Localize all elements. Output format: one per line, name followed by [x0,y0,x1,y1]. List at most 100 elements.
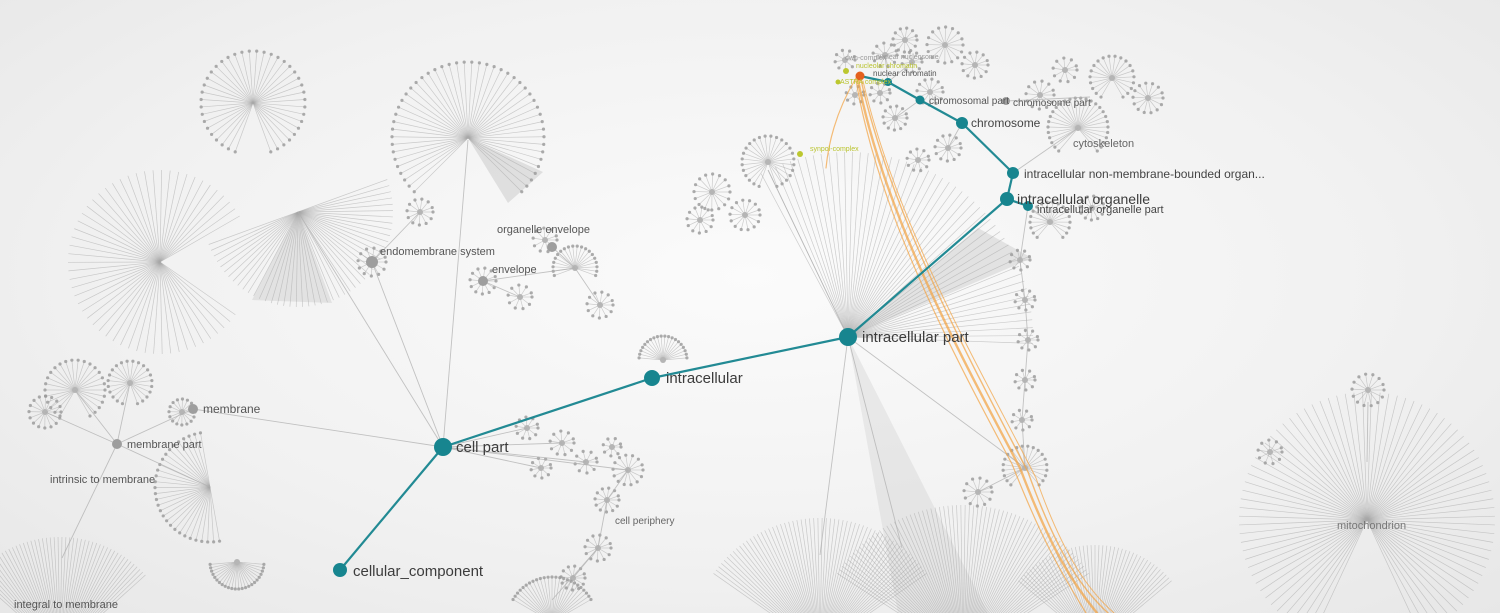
fan-spoke [1109,554,1138,613]
go-term-node-membrane[interactable] [188,404,198,414]
fan-spoke [823,518,836,613]
fan-spoke [556,582,575,613]
go-term-label[interactable]: intracellular non-membrane-bounded organ… [1024,167,1265,181]
fan-tip [624,453,628,457]
fan-spoke [395,113,469,139]
fan-tip [613,461,617,465]
go-term-label[interactable]: membrane part [127,439,202,451]
go-term-label[interactable]: intracellular [666,370,743,387]
go-term-node-intracellular_organelle[interactable] [1000,192,1014,206]
go-term-label[interactable]: intracellular organelle part [1037,204,1164,216]
fan-tip [930,55,934,60]
go-term-label[interactable]: intrinsic to membrane [50,474,155,486]
fan-spoke [644,344,664,361]
go-term-node-organelle_envelope[interactable] [547,242,557,252]
fan-spoke [749,538,799,613]
fan-spoke [159,195,225,263]
fan-spoke [1048,127,1079,133]
fan-spoke [992,532,1051,613]
go-term-node-cell_part[interactable] [434,438,452,456]
go-term-node-cellular_component[interactable] [333,563,347,577]
fan-tip [1040,202,1044,206]
fan-tip [1009,483,1013,487]
fan-tip [93,410,97,414]
go-term-label[interactable]: synpol-complex [810,146,859,153]
fan-tip [903,122,907,126]
fan-spoke [1041,203,1051,223]
go-term-node-non_membrane_bounded_organelle[interactable] [1007,167,1019,179]
go-term-label[interactable]: dwn-complex [845,55,887,62]
go-term-label[interactable]: intracellular part [862,329,970,346]
go-term-node-chromosome[interactable] [956,117,968,129]
go-term-label[interactable]: nuclear chromatin [873,69,937,78]
fan-spoke [82,261,161,312]
go-term-node-green_term_3[interactable] [797,151,803,157]
fan-tip [645,340,650,344]
fan-tip [49,370,53,374]
go-term-label[interactable]: cell part [456,439,509,456]
fan-tip [717,174,722,178]
fan-spoke [120,261,161,346]
fan-tip [493,274,497,279]
go-term-label[interactable]: cytoskeleton [1073,138,1134,150]
go-term-label[interactable]: cell periphery [615,516,674,527]
fan-tip [747,199,752,203]
fan-cluster [167,397,197,427]
fan-spoke [968,506,983,613]
fan-tip [868,93,872,97]
fan-spoke [1366,519,1495,535]
go-term-node-intracellular[interactable] [644,370,660,386]
fan-spoke [228,561,238,588]
go-term-node-membrane_part[interactable] [112,439,122,449]
fan-tip [1072,75,1077,79]
go-term-label[interactable]: membrane [203,402,261,416]
go-term-label[interactable]: chromosome [971,116,1041,130]
fan-spoke [166,486,211,522]
fan-tip [28,403,32,408]
go-term-node-chromatin[interactable] [884,78,892,86]
fan-spoke [129,382,138,404]
fan-spoke [1023,569,1087,613]
fan-tip [250,582,254,587]
fan-spoke [1048,121,1079,129]
go-term-node-envelope[interactable] [478,276,488,286]
fan-tip [538,112,542,116]
go-term-node-intracellular_part[interactable] [839,328,857,346]
go-term-node-intracellular_organelle_part[interactable] [1023,201,1033,211]
fan-spoke [1366,393,1390,521]
fan-spoke [564,595,590,613]
go-term-label[interactable]: cellular_component [353,563,484,580]
go-term-label[interactable]: nucleolar chromatin [856,63,917,70]
fan-spoke [1100,77,1113,98]
go-term-node-green_term_1[interactable] [843,68,849,74]
fan-spoke [129,369,148,384]
go-term-node-nuclear_chromatin[interactable] [855,71,865,81]
go-term-label[interactable]: envelope [492,264,537,276]
fan-spoke [189,486,211,539]
go-term-label[interactable]: integral to membrane [14,599,118,611]
go-term-label[interactable]: organelle envelope [497,224,590,236]
go-term-label[interactable]: intracellular organelle [1017,191,1150,207]
fan-center [915,157,921,163]
fan-tip [303,105,307,109]
fan-tip [598,508,602,512]
fan-spoke [258,211,299,299]
fan-spoke [209,486,220,542]
fan-tip [183,534,187,538]
fan-tip [594,456,598,460]
go-term-label[interactable]: chromosome part [1013,98,1091,109]
fan-spoke [82,552,119,613]
fan-tip [888,105,892,109]
go-term-label[interactable]: ASTRA complex [840,79,891,86]
go-term-node-endomembrane_system[interactable] [366,256,378,268]
go-term-label[interactable]: chromosomal part [929,96,1009,107]
fan-spoke [252,91,304,104]
go-term-node-green_term_2[interactable] [835,79,841,85]
go-term-label[interactable]: endomembrane system [380,246,495,258]
go-term-node-chromosome_part[interactable] [1002,97,1010,105]
go-term-node-chromosomal_part[interactable] [915,95,925,105]
fan-tip [161,514,165,518]
go-term-label[interactable]: mitochondrion [1337,520,1406,532]
go-term-label[interactable]: nuclear nucleosome [876,54,939,61]
